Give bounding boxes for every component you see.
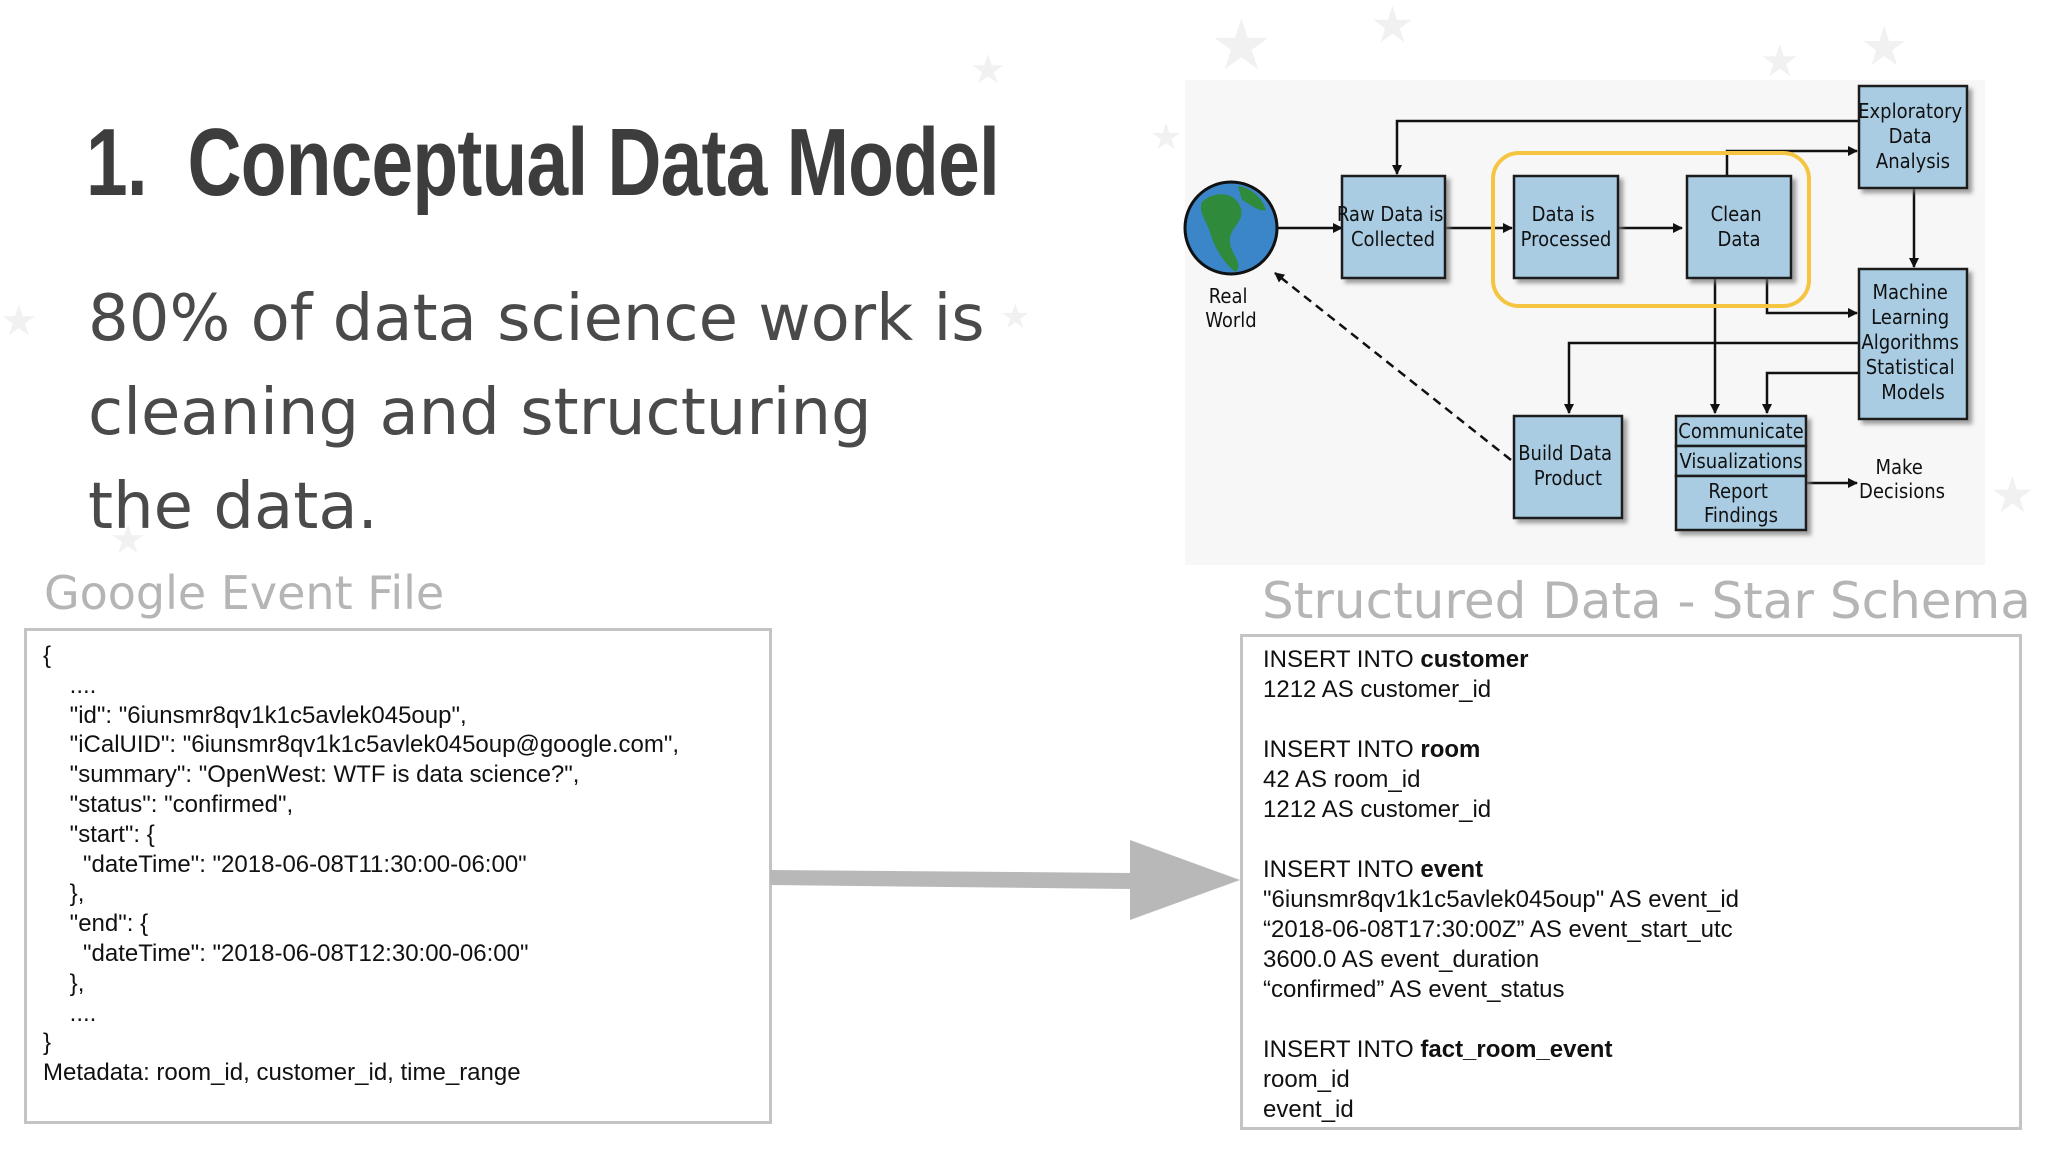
sql-keyword: INSERT INTO <box>1263 1036 1421 1063</box>
decorative-star-icon: ★ <box>1860 15 1909 78</box>
report-box <box>1674 474 1808 532</box>
sql-column-line: “2018-06-08T17:30:00Z” AS event_start_ut… <box>1263 916 1733 943</box>
json-line: "status": "confirmed", <box>43 790 294 818</box>
models-box <box>1857 267 1969 421</box>
star-schema-label: Structured Data - Star Schema <box>1262 572 2031 630</box>
google-event-file-label: Google Event File <box>44 566 445 620</box>
clean-data-box <box>1685 174 1793 280</box>
decorative-star-icon: ★ <box>1210 4 1273 86</box>
highlight-outline <box>1491 151 1811 308</box>
exploratory-label: Exploratory Data Analysis <box>1858 99 1968 173</box>
slide-number: 1. <box>86 109 148 216</box>
build-product-box <box>1512 414 1624 520</box>
globe-icon <box>1183 180 1279 276</box>
decorative-star-icon: ★ <box>1370 0 1415 54</box>
page-title: 1. Conceptual Data Model <box>86 108 1000 218</box>
sql-column-line: event_id <box>1263 1096 1354 1123</box>
sql-column-line: “confirmed” AS event_status <box>1263 976 1565 1003</box>
json-line: .... <box>43 671 97 699</box>
clean-data-label: Clean Data <box>1711 202 1768 251</box>
sql-keyword: INSERT INTO <box>1263 646 1421 673</box>
models-label: Machine Learning Algorithms Statistical … <box>1861 280 1964 404</box>
json-line: .... <box>43 999 97 1027</box>
json-line: "start": { <box>43 820 155 848</box>
sql-insert-statement: INSERT INTO customer <box>1263 645 1999 675</box>
raw-data-label: Raw Data is Collected <box>1337 202 1449 251</box>
json-line: "id": "6iunsmr8qv1k1c5avlek045oup", <box>43 701 467 729</box>
sql-insert-block: INSERT INTO event"6iunsmr8qv1k1c5avlek04… <box>1263 855 1999 1005</box>
raw-data-box <box>1340 174 1447 280</box>
sql-insert-statement: INSERT INTO room <box>1263 735 1999 765</box>
json-line: "summary": "OpenWest: WTF is data scienc… <box>43 761 580 789</box>
visualizations-label: Visualizations <box>1680 449 1803 473</box>
decorative-star-icon: ★ <box>1990 466 2035 524</box>
sql-table-name: fact_room_event <box>1420 1036 1613 1063</box>
slide-body-text: 80% of data science work is cleaning and… <box>88 282 985 544</box>
report-label: Report Findings <box>1704 479 1778 527</box>
decorative-star-icon: ★ <box>1000 297 1031 337</box>
json-line: } <box>43 1029 52 1057</box>
sql-column-line: 1212 AS customer_id <box>1263 676 1492 703</box>
data-science-process-diagram: Real World Raw Data is Collected Data is… <box>1183 84 1969 532</box>
json-line: { <box>43 642 52 669</box>
json-lines: { .... "id": "6iunsmr8qv1k1c5avlek045oup… <box>43 641 753 1088</box>
sql-table-name: event <box>1420 856 1484 883</box>
sql-keyword: INSERT INTO <box>1263 736 1421 763</box>
json-line: "iCalUID": "6iunsmr8qv1k1c5avlek045oup@g… <box>43 731 680 759</box>
decorative-star-icon: ★ <box>970 47 1006 93</box>
communicate-label: Communicate <box>1678 419 1804 443</box>
slide-title-text: Conceptual Data Model <box>187 109 999 216</box>
json-line: "dateTime": "2018-06-08T12:30:00-06:00" <box>43 939 529 967</box>
processed-box <box>1512 174 1620 280</box>
decorative-star-icon: ★ <box>1150 117 1183 158</box>
json-line: "dateTime": "2018-06-08T11:30:00-06:00" <box>43 850 527 878</box>
decorative-star-icon: ★ <box>110 517 146 563</box>
sql-insert-statement: INSERT INTO event <box>1263 855 1999 885</box>
json-line: Metadata: room_id, customer_id, time_ran… <box>43 1059 521 1087</box>
sql-insert-statement: INSERT INTO fact_room_event <box>1263 1035 1999 1065</box>
sql-keyword: INSERT INTO <box>1263 856 1421 883</box>
sql-column-line: 1212 AS customer_id <box>1263 796 1492 823</box>
real-world-label: Real World <box>1205 284 1256 332</box>
sql-table-name: room <box>1420 736 1481 763</box>
sql-column-line: "6iunsmr8qv1k1c5avlek045oup" AS event_id <box>1263 886 1740 913</box>
exploratory-box <box>1857 84 1969 190</box>
build-product-label: Build Data Product <box>1518 441 1618 490</box>
json-line: "end": { <box>43 910 149 938</box>
processed-label: Data is Processed <box>1521 202 1612 251</box>
json-event-box: { .... "id": "6iunsmr8qv1k1c5avlek045oup… <box>24 628 772 1124</box>
sql-column-line: 42 AS room_id <box>1263 766 1421 793</box>
json-line: }, <box>43 880 85 908</box>
decorative-star-icon: ★ <box>1760 36 1800 87</box>
sql-table-name: customer <box>1420 646 1529 673</box>
visualizations-box <box>1674 444 1808 478</box>
sql-column-line: 3600.0 AS event_duration <box>1263 946 1540 973</box>
decisions-label: Make Decisions <box>1859 455 1945 503</box>
sql-column-line: room_id <box>1263 1066 1350 1093</box>
json-line: }, <box>43 969 85 997</box>
decorative-star-icon: ★ <box>0 296 38 345</box>
transform-arrow-icon <box>770 840 1240 920</box>
